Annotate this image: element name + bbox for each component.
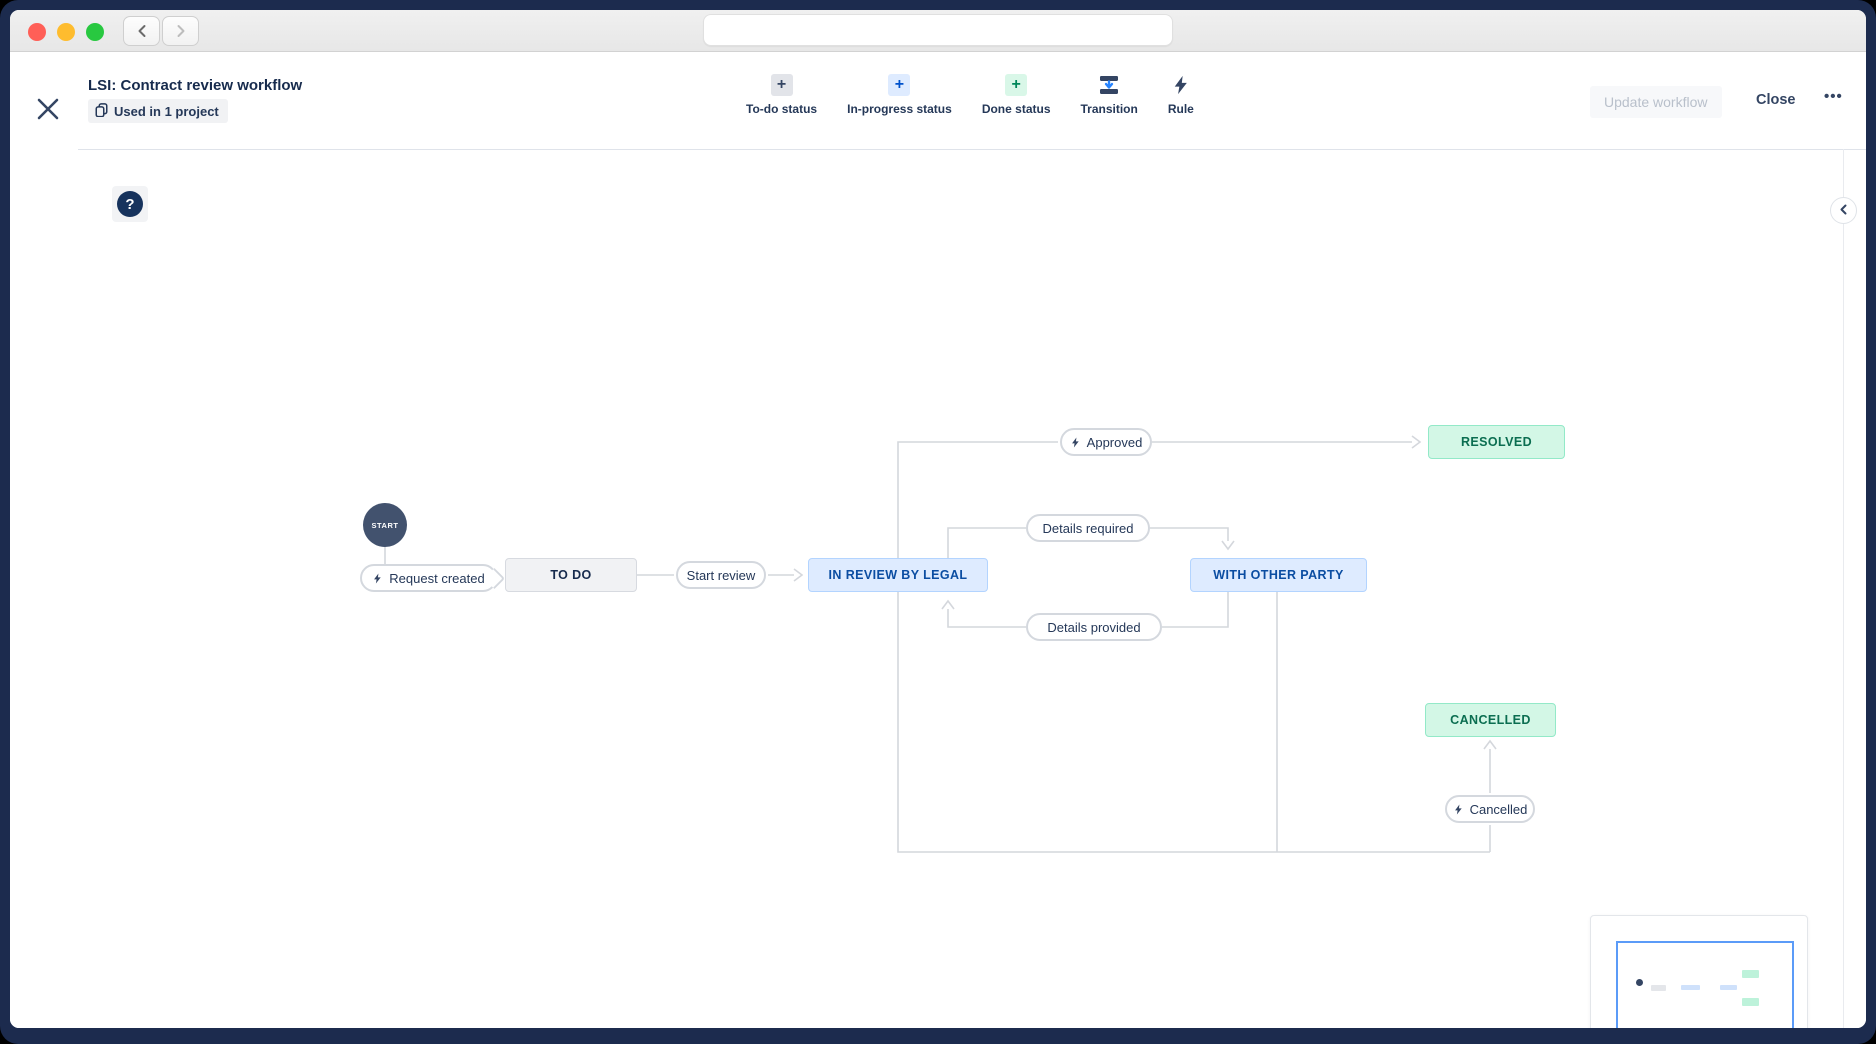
question-mark-icon: ? (117, 191, 143, 217)
status-node-with-other-party[interactable]: WITH OTHER PARTY (1190, 558, 1367, 592)
usage-badge[interactable]: Used in 1 project (88, 99, 228, 123)
toolbar-label-todo: To-do status (746, 102, 818, 116)
status-node-cancelled[interactable]: CANCELLED (1425, 703, 1556, 737)
status-node-resolved[interactable]: RESOLVED (1428, 425, 1565, 459)
transition-request-created[interactable]: Request created (360, 564, 497, 592)
transition-label: Details provided (1047, 619, 1141, 635)
toolbar-label-rule: Rule (1167, 102, 1194, 116)
rule-lightning-icon (1070, 436, 1081, 449)
start-node[interactable]: START (363, 503, 407, 547)
page-title: LSI: Contract review workflow (88, 77, 303, 94)
more-menu-button[interactable]: ••• (1824, 88, 1843, 105)
browser-chrome (10, 10, 1866, 52)
transition-label: Approved (1086, 434, 1143, 450)
url-bar[interactable] (703, 14, 1173, 46)
update-workflow-button[interactable]: Update workflow (1590, 86, 1722, 118)
usage-badge-label: Used in 1 project (114, 103, 219, 119)
chevron-right-icon (175, 24, 187, 38)
toolbar-button-todo-status[interactable]: + To-do status (746, 74, 817, 116)
transition-label: Request created (389, 570, 485, 586)
transition-approved[interactable]: Approved (1060, 428, 1152, 456)
toolbar-button-done-status[interactable]: + Done status (982, 74, 1051, 116)
collapse-panel-button[interactable] (1830, 197, 1857, 224)
forward-button[interactable] (162, 16, 199, 46)
transition-label: Cancelled (1469, 801, 1528, 817)
toolbar-label-done: Done status (981, 102, 1051, 116)
lightning-icon (1170, 74, 1192, 96)
transition-details-required[interactable]: Details required (1026, 514, 1150, 542)
browser-window: LSI: Contract review workflow Used in 1 … (10, 10, 1866, 1028)
chevron-left-icon (1839, 202, 1848, 220)
side-panel-divider (1843, 149, 1844, 1028)
transition-label: Details required (1042, 520, 1134, 536)
transition-cancelled[interactable]: Cancelled (1445, 795, 1535, 823)
traffic-light-close[interactable] (28, 23, 46, 41)
plus-in-progress-icon: + (888, 74, 911, 96)
minimap (1590, 915, 1808, 1028)
back-button[interactable] (123, 16, 160, 46)
help-button[interactable]: ? (112, 186, 148, 222)
workflow-editor-header: LSI: Contract review workflow Used in 1 … (10, 52, 1866, 149)
minimap-todo-node (1651, 985, 1666, 991)
traffic-light-zoom[interactable] (86, 23, 104, 41)
close-editor-icon[interactable] (35, 96, 61, 122)
toolbar-label-inprogress: In-progress status (847, 102, 952, 116)
transition-icon (1098, 74, 1120, 96)
transition-label: Start review (686, 567, 756, 583)
plus-done-icon: + (1005, 74, 1028, 96)
transition-start-review[interactable]: Start review (676, 561, 766, 589)
status-node-todo[interactable]: TO DO (505, 558, 637, 592)
rule-lightning-icon (372, 572, 383, 585)
toolbar-button-inprogress-status[interactable]: + In-progress status (847, 74, 952, 116)
rule-lightning-icon (1453, 803, 1464, 816)
status-node-in-review-by-legal[interactable]: IN REVIEW BY LEGAL (808, 558, 988, 592)
minimap-start-node (1636, 979, 1643, 986)
chevron-left-icon (136, 24, 148, 38)
traffic-light-minimize[interactable] (57, 23, 75, 41)
toolbar-button-rule[interactable]: Rule (1168, 74, 1194, 116)
minimap-in-review-node (1681, 985, 1700, 990)
minimap-other-party-node (1720, 985, 1737, 990)
minimap-viewport[interactable] (1616, 941, 1794, 1028)
copy-icon (94, 102, 109, 120)
transition-details-provided[interactable]: Details provided (1026, 613, 1162, 641)
minimap-resolved-node (1742, 970, 1759, 978)
editor-toolbar: + To-do status + In-progress status + Do… (746, 74, 1194, 116)
workflow-canvas[interactable]: ? (10, 149, 1866, 1028)
toolbar-label-transition: Transition (1080, 102, 1138, 116)
plus-todo-icon: + (770, 74, 793, 96)
header-divider (78, 149, 1866, 150)
close-button[interactable]: Close (1756, 92, 1796, 108)
minimap-cancelled-node (1742, 998, 1759, 1006)
toolbar-button-transition[interactable]: Transition (1081, 74, 1138, 116)
